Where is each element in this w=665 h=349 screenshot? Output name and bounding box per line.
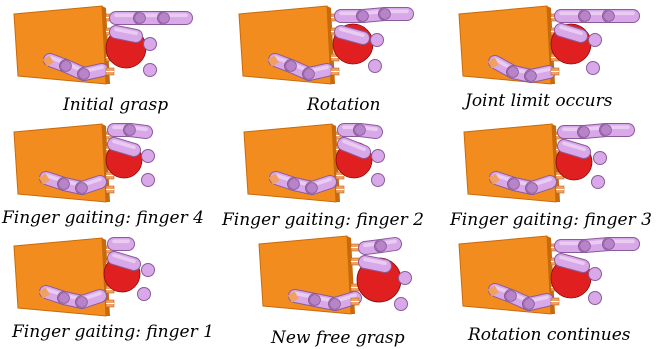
thumb-knuckle — [289, 179, 300, 190]
fingertip-1 — [142, 150, 155, 163]
fingertip-1 — [142, 264, 155, 277]
finger-1-knuckle — [580, 11, 591, 22]
fingertip-1 — [594, 152, 607, 165]
finger-1-knuckle — [358, 11, 369, 22]
hand-object-scene — [235, 4, 435, 92]
thumb-knuckle — [59, 293, 70, 304]
thumb-knuckle — [286, 61, 297, 72]
thumb-knuckle — [526, 71, 537, 82]
fingertip-2 — [592, 176, 605, 189]
caption-panel-1: Initial grasp — [63, 95, 168, 115]
hand-object-scene — [240, 122, 440, 204]
fingertip-1 — [144, 38, 157, 51]
finger-1-knuckle — [355, 125, 366, 136]
thumb-knuckle — [524, 299, 535, 310]
fingertip-1 — [399, 272, 412, 285]
thumb-knuckle — [304, 69, 315, 80]
thumb-knuckle — [77, 297, 88, 308]
panel-6-illustration — [460, 122, 660, 204]
caption-panel-7: Finger gaiting: finger 1 — [12, 322, 214, 342]
caption-panel-9: Rotation continues — [468, 325, 631, 345]
fingertip-2 — [142, 174, 155, 187]
hand-object-scene — [460, 122, 660, 204]
finger-1-knuckle — [380, 9, 391, 20]
panel-3-illustration — [455, 4, 655, 92]
panel-1-illustration — [10, 4, 210, 92]
hand-object-scene — [10, 122, 210, 204]
fingertip-1 — [371, 34, 384, 47]
caption-panel-4: Finger gaiting: finger 4 — [2, 208, 204, 228]
fingertip-2 — [372, 174, 385, 187]
caption-panel-6: Finger gaiting: finger 3 — [450, 210, 652, 230]
panel-8-illustration — [255, 234, 455, 322]
hand-object-scene — [10, 236, 210, 318]
fingertip-2 — [587, 62, 600, 75]
thumb-knuckle — [77, 183, 88, 194]
finger-1-knuckle — [159, 13, 170, 24]
thumb-knuckle — [310, 295, 321, 306]
hand-object-scene — [455, 4, 655, 92]
thumb-knuckle — [506, 291, 517, 302]
finger-1-knuckle — [125, 125, 136, 136]
thumb-knuckle — [508, 67, 519, 78]
finger-1-knuckle — [376, 241, 387, 252]
panel-7-illustration — [10, 236, 210, 318]
fingertip-2 — [138, 288, 151, 301]
panel-5-illustration — [240, 122, 440, 204]
thumb-knuckle — [61, 61, 72, 72]
fingertip-2 — [395, 298, 408, 311]
finger-1-knuckle — [604, 239, 615, 250]
panel-9-illustration — [455, 234, 655, 318]
finger-1-knuckle — [580, 241, 591, 252]
fingertip-2 — [144, 64, 157, 77]
caption-panel-5: Finger gaiting: finger 2 — [222, 210, 424, 230]
hand-object-scene — [10, 4, 210, 92]
finger-1-knuckle — [135, 13, 146, 24]
thumb-knuckle — [59, 179, 70, 190]
panel-4-illustration — [10, 122, 210, 204]
hand-object-scene — [255, 234, 455, 322]
finger-1-knuckle — [579, 127, 590, 138]
hand-object-scene — [455, 234, 655, 318]
fingertip-1 — [589, 34, 602, 47]
thumb-knuckle — [307, 183, 318, 194]
caption-panel-8: New free grasp — [271, 328, 405, 348]
finger-1-knuckle — [604, 11, 615, 22]
caption-panel-3: Joint limit occurs — [465, 91, 612, 111]
fingertip-1 — [589, 268, 602, 281]
fingertip-2 — [369, 60, 382, 73]
thumb-knuckle — [509, 179, 520, 190]
fingertip-1 — [372, 150, 385, 163]
panel-2-illustration — [235, 4, 435, 92]
thumb-knuckle — [527, 183, 538, 194]
thumb-knuckle — [330, 299, 341, 310]
caption-panel-2: Rotation — [307, 95, 380, 115]
thumb-knuckle — [79, 69, 90, 80]
finger-1-knuckle — [601, 125, 612, 136]
fingertip-2 — [589, 292, 602, 305]
